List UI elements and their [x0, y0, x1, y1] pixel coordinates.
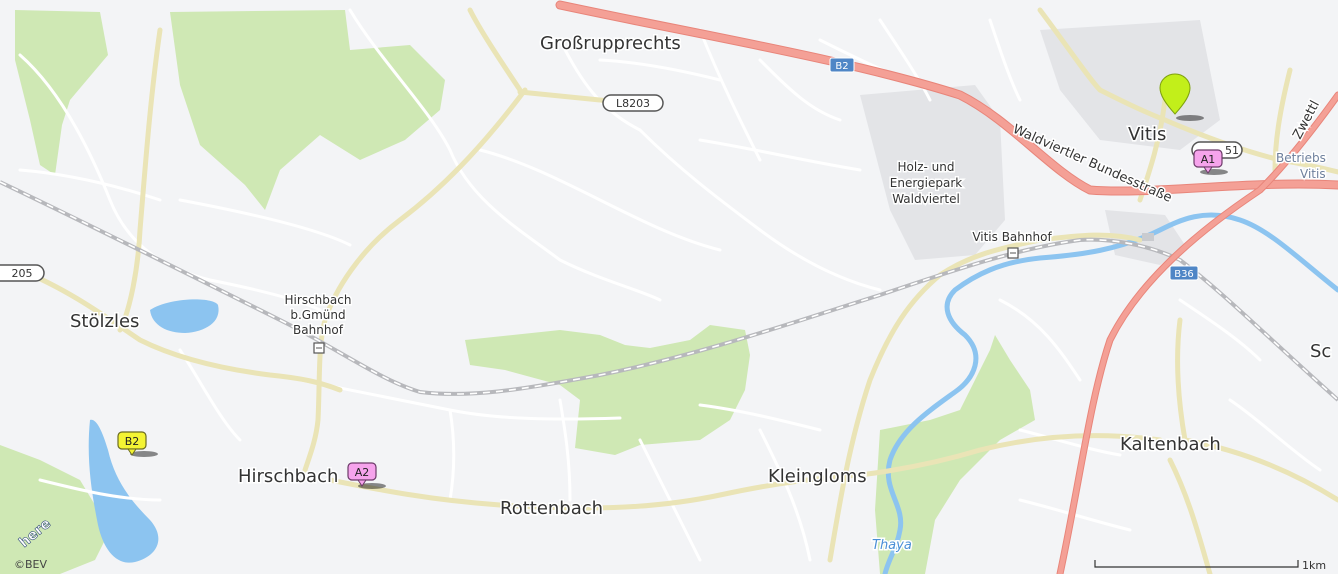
- place-label-rottenbach: Rottenbach: [500, 498, 603, 519]
- marker-b2[interactable]: B2: [117, 431, 158, 457]
- poi-label-holz-3: Waldviertel: [892, 192, 960, 206]
- major-roads: [17, 7, 1338, 577]
- poi-label-holz-2: Energiepark: [890, 176, 963, 190]
- motorways: [555, 0, 1338, 578]
- marker-a1-label: A1: [1201, 153, 1216, 166]
- poi-label-betriebs-1: Betriebs: [1276, 151, 1326, 165]
- copyright-text: ©BEV: [14, 558, 47, 571]
- station-label-hirschbach-2: b.Gmünd: [290, 308, 345, 322]
- road-shield-b2-label: B2: [835, 61, 848, 72]
- station-label-hirschbach-1: Hirschbach: [285, 293, 352, 307]
- river-label-thaya: Thaya: [872, 538, 912, 553]
- place-label-sch: Sc: [1310, 341, 1331, 362]
- train-station-icon: [313, 342, 325, 354]
- lakes: [88, 299, 219, 563]
- scale-bar: 1km: [1094, 559, 1326, 572]
- place-label-stoelzles: Stölzles: [70, 311, 139, 332]
- station-label-vitis-bahnhof: Vitis Bahnhof: [972, 230, 1052, 244]
- place-label-grossrupprechts: Großrupprechts: [540, 33, 681, 54]
- road-shield-b2: B2: [829, 57, 855, 73]
- poi-label-holz-1: Holz- und: [898, 160, 955, 174]
- road-shield-b36: B36: [1169, 265, 1199, 281]
- road-shield-51-label: 51: [1225, 144, 1239, 157]
- train-station-icon: [1007, 247, 1019, 259]
- marker-a2[interactable]: A2: [347, 462, 386, 489]
- marker-b2-label: B2: [125, 435, 140, 448]
- road-shield-l8203: L8203: [602, 94, 664, 112]
- current-location-pin-icon[interactable]: [1159, 73, 1204, 121]
- railway: [0, 180, 1338, 402]
- castle-icon: [1142, 233, 1154, 241]
- built-up-areas: [860, 20, 1220, 265]
- place-label-vitis: Vitis: [1128, 124, 1166, 145]
- road-shield-b36-label: B36: [1174, 269, 1194, 280]
- marker-a2-label: A2: [355, 466, 370, 479]
- rivers: [882, 212, 1338, 577]
- place-label-hirschbach: Hirschbach: [238, 466, 338, 487]
- station-label-hirschbach-3: Bahnhof: [293, 323, 344, 337]
- road-shield-l8203-label: L8203: [616, 97, 650, 110]
- road-shield-l8205-label: 205: [12, 267, 33, 280]
- poi-label-betriebs-2: Vitis: [1300, 167, 1326, 181]
- scale-bar-label: 1km: [1302, 559, 1326, 572]
- marker-a1[interactable]: A1: [1193, 149, 1228, 175]
- road-shield-l8205: 205: [0, 264, 45, 282]
- place-label-kaltenbach: Kaltenbach: [1120, 434, 1221, 455]
- place-label-kleingloms: Kleingloms: [768, 466, 867, 487]
